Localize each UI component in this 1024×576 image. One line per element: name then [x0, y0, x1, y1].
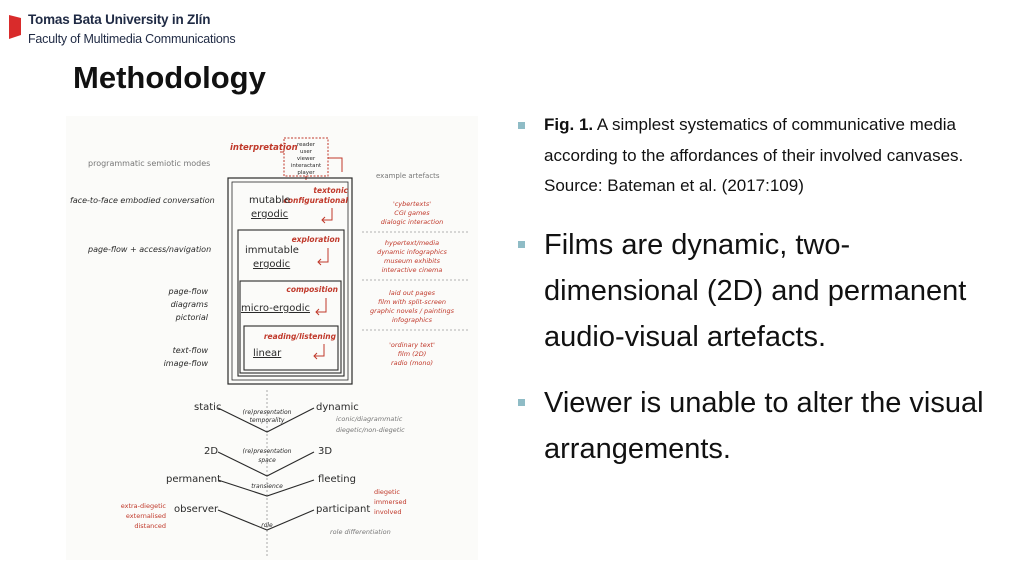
- fig-box-linear: [243, 325, 339, 371]
- bullet-text: Viewer is unable to alter the visual arr…: [544, 386, 984, 465]
- fig-reader-1: user: [300, 149, 313, 155]
- faculty-name: Faculty of Multimedia Communications: [28, 32, 236, 46]
- fig-linear: linear: [253, 348, 282, 359]
- fig-iconic: iconic/diagrammatic: [336, 415, 403, 423]
- fig-right-role-1: immersed: [374, 498, 407, 506]
- fig-reader-2: viewer: [297, 156, 316, 162]
- caption-text: A simplest systematics of communicative …: [544, 115, 964, 195]
- fig-reader-3: interactant: [291, 163, 322, 169]
- bullet-figure-caption: Fig. 1. A simplest systematics of commun…: [512, 110, 992, 202]
- fig-g4-1: image-flow: [164, 359, 209, 368]
- fig-chevron-2: [217, 451, 315, 477]
- fig-textonic: textonic: [313, 186, 348, 195]
- figure-diagram: interpretation reader user viewer intera…: [70, 137, 470, 556]
- fig-immutable: immutable: [245, 245, 299, 256]
- fig-e3-3: infographics: [392, 316, 433, 324]
- fig-arrow-2: [317, 248, 329, 266]
- fig-e3-1: film with split-screen: [378, 298, 446, 306]
- fig-chevron-4: [217, 509, 315, 531]
- fig-g3-0: page-flow: [168, 287, 209, 296]
- university-logo-icon: [9, 15, 21, 39]
- caption-label: Fig. 1.: [544, 115, 594, 134]
- bullet-list: Fig. 1. A simplest systematics of commun…: [512, 110, 992, 472]
- fig-chevron-1: [217, 407, 315, 433]
- fig-box-immutable: [237, 229, 345, 377]
- fig-left-role-0: extra-diegetic: [121, 502, 167, 510]
- fig-e2-2: museum exhibits: [384, 257, 441, 265]
- fig-3d: 3D: [318, 446, 332, 457]
- fig-fleeting: fleeting: [318, 474, 356, 485]
- fig-arrow-1: [321, 208, 333, 224]
- fig-mutable-ergodic: ergodic: [251, 209, 288, 220]
- square-bullet-icon: [518, 122, 525, 129]
- fig-rep-space-1: space: [258, 457, 276, 464]
- fig-e2-3: interactive cinema: [382, 266, 443, 274]
- fig-role: role: [261, 522, 273, 529]
- fig-diegetic: diegetic/non-diegetic: [336, 426, 405, 434]
- bullet-text: Films are dynamic, two-dimensional (2D) …: [544, 228, 967, 353]
- fig-rep-temp-0: (re)presentation: [243, 409, 292, 416]
- fig-e4-2: radio (mono): [391, 359, 433, 367]
- fig-g3-2: pictorial: [175, 313, 209, 322]
- fig-micro: micro-ergodic: [241, 303, 310, 314]
- fig-e3-0: laid out pages: [389, 289, 436, 297]
- fig-e3-2: graphic novels / paintings: [370, 307, 455, 315]
- fig-e2-0: hypertext/media: [385, 239, 439, 247]
- fig-box-micro: [239, 280, 342, 374]
- fig-interpretation: interpretation: [230, 143, 298, 153]
- fig-box-outer-inner: [231, 181, 349, 381]
- fig-static: static: [194, 402, 221, 413]
- fig-e1-1: CGI games: [394, 209, 430, 217]
- fig-left-role-2: distanced: [134, 522, 166, 530]
- fig-arrow-3: [315, 298, 327, 316]
- slide-title: Methodology: [73, 60, 266, 95]
- fig-right-role-2: involved: [374, 508, 402, 516]
- fig-transience: transience: [251, 483, 283, 490]
- fig-left-role-1: externalised: [126, 512, 166, 520]
- fig-configurational: configurational: [283, 196, 348, 205]
- fig-g4-0: text-flow: [173, 346, 209, 355]
- fig-rep-space-0: (re)presentation: [243, 448, 292, 455]
- figure-media-systematics: interpretation reader user viewer intera…: [66, 116, 478, 560]
- fig-e1-0: 'cybertexts': [393, 200, 431, 208]
- fig-immutable-ergodic: ergodic: [253, 259, 290, 270]
- fig-e4-0: 'ordinary text': [389, 341, 435, 349]
- university-name: Tomas Bata University in Zlín: [28, 12, 211, 27]
- fig-2d: 2D: [204, 446, 218, 457]
- fig-reader-0: reader: [297, 142, 316, 148]
- fig-e2-1: dynamic infographics: [377, 248, 447, 256]
- fig-permanent: permanent: [166, 474, 221, 485]
- bullet-viewer: Viewer is unable to alter the visual arr…: [512, 380, 992, 472]
- fig-dynamic: dynamic: [316, 402, 359, 413]
- fig-reader-4: player: [297, 170, 315, 176]
- fig-reading: reading/listening: [264, 332, 337, 341]
- fig-mutable: mutable: [249, 195, 290, 206]
- fig-programmatic: programmatic semiotic modes: [88, 159, 210, 168]
- fig-chevron-3: [217, 479, 315, 497]
- fig-exploration: exploration: [292, 235, 340, 244]
- square-bullet-icon: [518, 398, 525, 406]
- fig-observer: observer: [174, 504, 219, 515]
- fig-face-to-face: face-to-face embodied conversation: [70, 196, 215, 205]
- bullet-films: Films are dynamic, two-dimensional (2D) …: [512, 222, 992, 360]
- fig-role-diff: role differentiation: [330, 528, 391, 536]
- fig-e4-1: film (2D): [398, 350, 427, 358]
- fig-rep-temp-1: temporality: [250, 417, 285, 424]
- fig-composition: composition: [286, 285, 338, 294]
- square-bullet-icon: [518, 240, 525, 248]
- fig-right-role-0: diegetic: [374, 488, 400, 496]
- figure-caption: Fig. 1. A simplest systematics of commun…: [544, 110, 992, 202]
- fig-participant: participant: [316, 504, 370, 515]
- fig-arrow-4: [313, 344, 325, 360]
- fig-box-outer: [227, 177, 353, 385]
- fig-e1-2: dialogic interaction: [381, 218, 443, 226]
- fig-example-artefacts: example artefacts: [376, 172, 440, 180]
- fig-pageflow-access: page-flow + access/navigation: [87, 245, 211, 254]
- fig-reader-box: [283, 137, 329, 177]
- fig-g3-1: diagrams: [171, 300, 208, 309]
